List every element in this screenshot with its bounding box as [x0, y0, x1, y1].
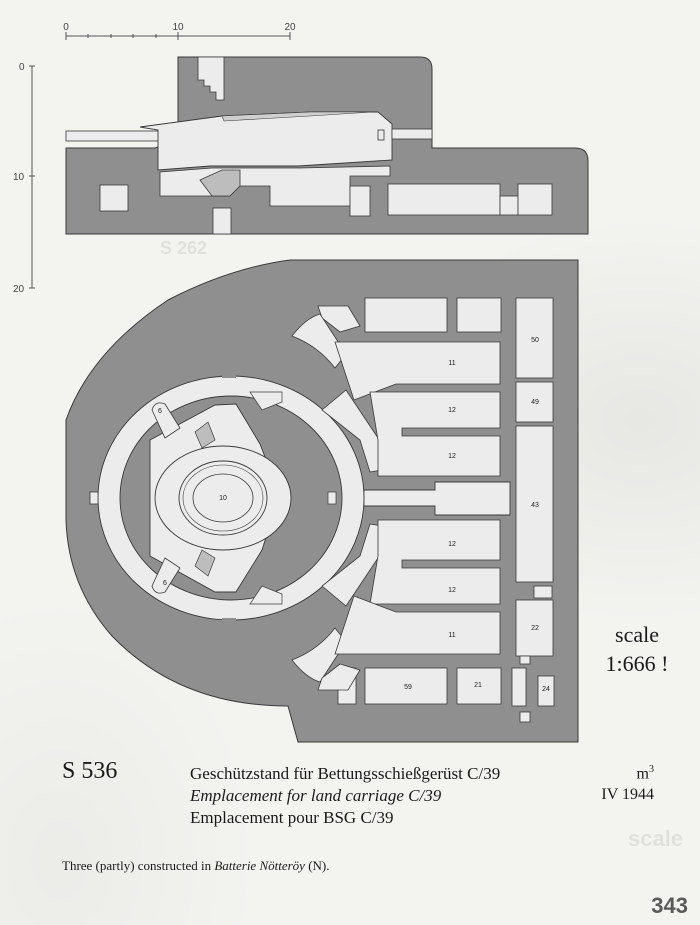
- room-label-6-lower: 6: [163, 580, 167, 587]
- bleedthrough-text: S 262: [160, 238, 208, 258]
- footnote-prefix: Three (partly) constructed in: [62, 858, 215, 873]
- room-label-11-lower: 11: [448, 632, 455, 639]
- footnote: Three (partly) constructed in Batterie N…: [62, 858, 330, 874]
- room-label-22: 22: [531, 625, 539, 632]
- scale-annotation-ratio: 1:666 !: [605, 651, 669, 676]
- plan-view: [65, 259, 579, 743]
- room-label-49: 49: [531, 399, 539, 406]
- title-german: Geschützstand für Bettungsschießgerüst C…: [190, 764, 501, 783]
- volume-unit: m3: [637, 764, 654, 783]
- room-label-21: 21: [474, 682, 482, 689]
- section-view: [65, 56, 589, 235]
- volume-unit-base: m: [636, 765, 649, 783]
- construction-date: IV 1944: [601, 786, 654, 803]
- room-label-50: 50: [531, 337, 539, 344]
- scale-label-10: 10: [172, 22, 184, 33]
- room-label-12-c: 12: [448, 541, 456, 548]
- vscale-label-20: 20: [13, 284, 25, 295]
- room-label-11-upper: 11: [448, 360, 455, 367]
- room-label-43: 43: [531, 502, 539, 509]
- scale-annotation-word: scale: [615, 622, 659, 647]
- vertical-scale-bar: [29, 65, 35, 289]
- structure-code: S 536: [62, 758, 118, 784]
- scale-annotation: scale 1:666 !: [594, 620, 680, 678]
- volume-unit-exponent: 3: [649, 764, 654, 775]
- scale-label-20: 20: [284, 22, 296, 33]
- room-label-6-upper: 6: [158, 408, 162, 415]
- title-french: Emplacement pour BSG C/39: [190, 808, 394, 827]
- scale-label-0: 0: [63, 22, 69, 33]
- room-label-12-b: 12: [448, 453, 456, 460]
- vscale-label-10: 10: [13, 172, 25, 183]
- footnote-battery: Batterie Nötteröy: [214, 858, 305, 873]
- footnote-suffix: (N).: [304, 858, 330, 873]
- title-english: Emplacement for land carriage C/39: [190, 786, 442, 805]
- room-label-12-a: 12: [448, 407, 456, 414]
- room-label-12-d: 12: [448, 587, 456, 594]
- vscale-label-0: 0: [19, 62, 25, 73]
- room-label-24: 24: [542, 686, 550, 693]
- room-label-10: 10: [219, 495, 227, 502]
- horizontal-scale-bar: [65, 32, 291, 40]
- room-label-59: 59: [404, 684, 412, 691]
- bleedthrough-text: scale: [628, 826, 684, 851]
- page-number: 343: [651, 893, 688, 918]
